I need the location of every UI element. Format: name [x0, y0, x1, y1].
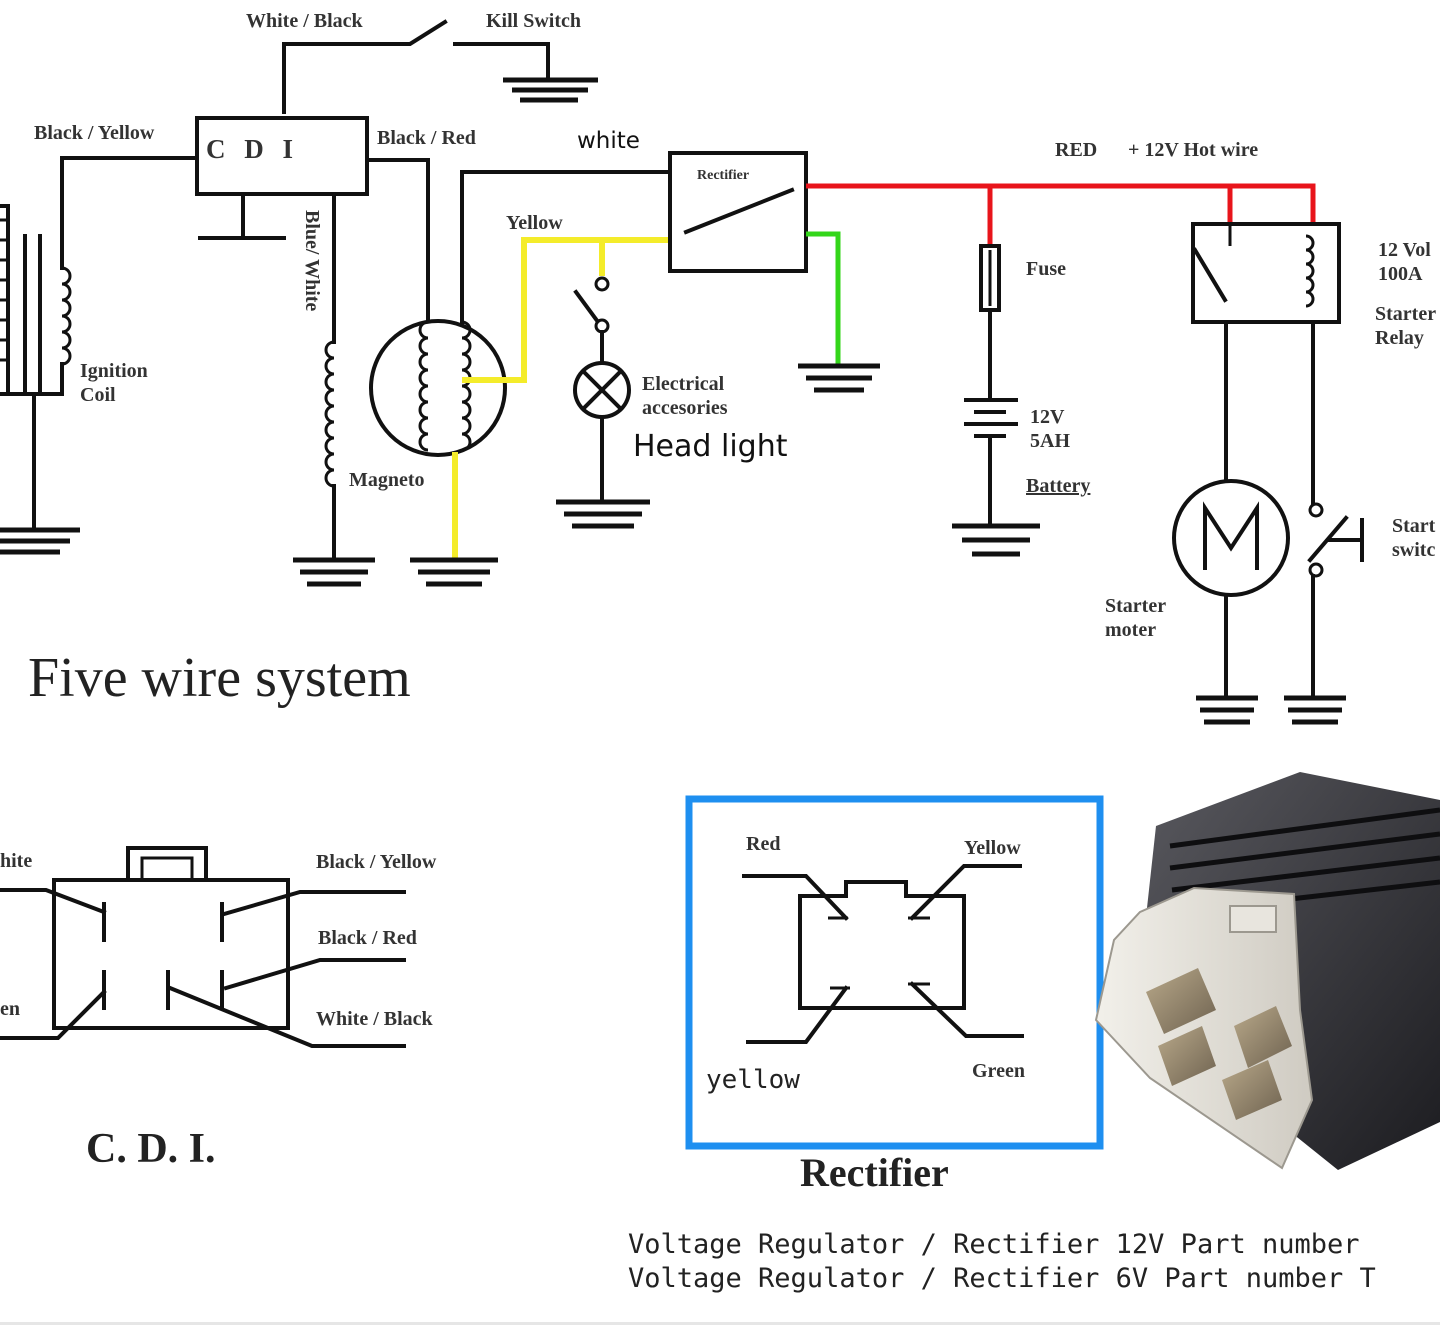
cdi-caption: C. D. I.: [86, 1126, 216, 1172]
label-battery-12v: 12V: [1030, 406, 1065, 428]
label-ignition-line1: Ignition: [80, 360, 148, 382]
rectifier-pinout: [742, 864, 1024, 1044]
pickup-coil: [293, 192, 375, 587]
label-start-line2: switc: [1392, 539, 1435, 561]
start-switch: [1284, 502, 1364, 725]
rect-label-yellow-top: Yellow: [964, 837, 1021, 859]
headlight: [556, 276, 650, 529]
bottom-divider: [0, 1322, 1440, 1325]
footer-line-12v: Voltage Regulator / Rectifier 12V Part n…: [628, 1229, 1360, 1260]
diagram-title: Five wire system: [28, 647, 411, 709]
label-12v-hot: + 12V Hot wire: [1128, 139, 1258, 161]
label-start-line1: Start: [1392, 515, 1436, 537]
label-battery-5ah: 5AH: [1030, 430, 1070, 452]
rectifier-highlight-box: [685, 795, 1104, 1150]
red-wire: [806, 183, 1316, 246]
footer-line-6v: Voltage Regulator / Rectifier 6V Part nu…: [628, 1263, 1376, 1294]
rectifier-photo: [1094, 772, 1440, 1170]
cdi-label-black-yellow: Black / Yellow: [316, 851, 437, 873]
label-relay-line1: 12 Vol: [1378, 239, 1431, 261]
ignition-coil: [0, 156, 199, 555]
label-relay-line3: Starter: [1375, 303, 1436, 325]
magneto: [365, 158, 672, 587]
label-blue-white: Blue/ White: [301, 210, 323, 311]
cdi-label-white-black: White / Black: [316, 1008, 434, 1030]
label-magneto: Magneto: [349, 469, 425, 491]
kill-switch: [282, 19, 598, 114]
label-relay-line4: Relay: [1375, 327, 1424, 349]
label-yellow: Yellow: [506, 212, 563, 234]
fuse-battery: [952, 244, 1040, 557]
cdi-box: [195, 116, 369, 240]
label-white-black: White / Black: [246, 10, 364, 32]
label-starter-line1: Starter: [1105, 595, 1166, 617]
label-kill-switch: Kill Switch: [486, 10, 581, 32]
rectifier: [668, 151, 880, 393]
label-relay-line2: 100A: [1378, 263, 1423, 285]
rect-label-green: Green: [972, 1060, 1025, 1082]
label-starter-line2: moter: [1105, 619, 1156, 641]
label-head-light: Head light: [633, 429, 788, 464]
label-electrical-line1: Electrical: [642, 373, 725, 395]
label-red: RED: [1055, 139, 1097, 161]
label-rectifier-box: Rectifier: [697, 168, 749, 183]
yellow-wire: [462, 237, 668, 383]
cdi-label-left-top: hite: [0, 850, 32, 872]
starter-relay: [1191, 222, 1341, 506]
label-black-yellow: Black / Yellow: [34, 122, 155, 144]
cdi-label-black-red: Black / Red: [318, 927, 417, 949]
label-cdi-box: C D I: [206, 134, 299, 164]
rect-label-red: Red: [746, 833, 780, 855]
cdi-label-left-bottom: en: [0, 998, 20, 1020]
label-fuse: Fuse: [1026, 258, 1066, 280]
label-electrical-line2: accesories: [642, 397, 728, 419]
starter-motor: [1172, 479, 1290, 725]
label-ignition-line2: Coil: [80, 384, 116, 406]
rect-label-yellow-bottom: yellow: [706, 1065, 800, 1095]
label-battery: Battery: [1026, 475, 1090, 497]
label-black-red: Black / Red: [377, 127, 476, 149]
rectifier-caption: Rectifier: [800, 1150, 949, 1195]
cdi-pinout: [0, 846, 406, 1048]
label-white: white: [577, 128, 640, 154]
